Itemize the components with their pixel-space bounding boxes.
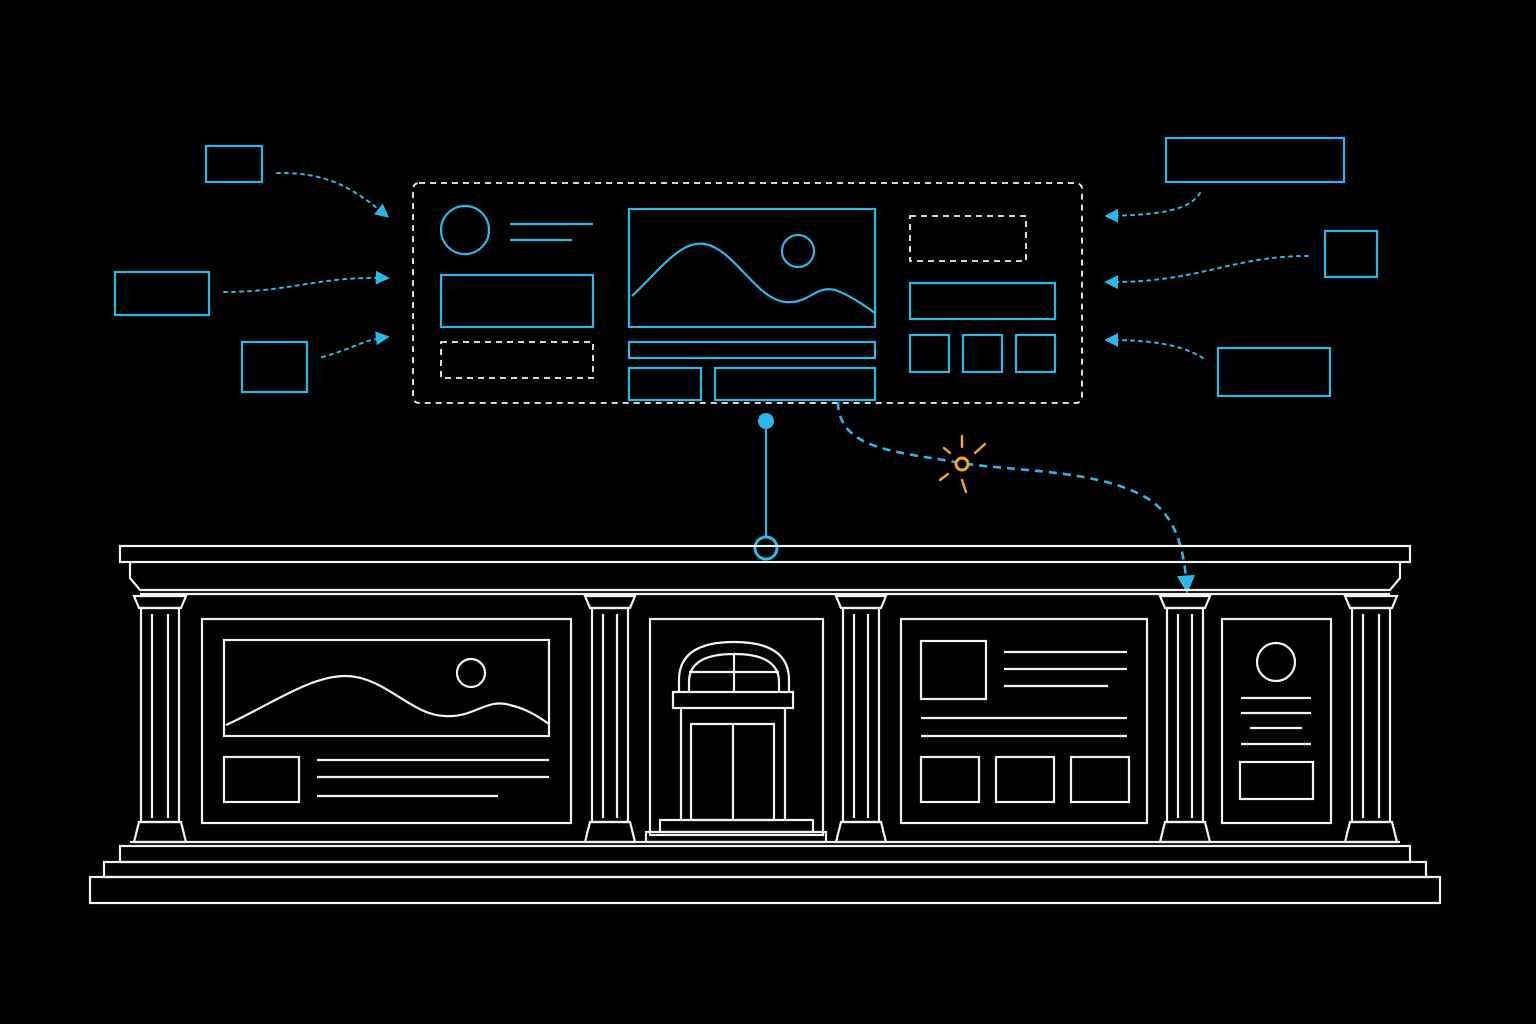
grid-tile — [908, 333, 951, 374]
spark-icon — [938, 434, 987, 494]
bay-profile — [1220, 617, 1333, 825]
roof-cornice — [118, 544, 1412, 564]
step-bottom — [88, 875, 1442, 905]
left-block-middle — [113, 270, 211, 317]
grid-tile — [961, 333, 1004, 374]
dashed-flow-arrow — [836, 401, 1196, 594]
roof-frieze — [128, 562, 1402, 592]
dashed-placeholder — [440, 341, 594, 379]
image-placeholder — [627, 207, 877, 329]
left-block-top — [204, 144, 264, 184]
bay-content-grid — [899, 617, 1149, 825]
right-arrow-top — [1104, 192, 1201, 223]
left-block-bottom — [240, 340, 309, 394]
connectors — [753, 401, 1196, 594]
column — [1343, 594, 1399, 844]
building — [88, 544, 1442, 905]
wireframe-frame — [412, 182, 1083, 404]
wide-button-block — [713, 366, 877, 402]
left-arrow-bottom — [321, 331, 390, 358]
landscape-image-icon — [225, 674, 550, 727]
column — [834, 594, 888, 844]
step-middle — [102, 860, 1428, 879]
avatar-circle-icon — [1255, 641, 1297, 683]
column — [583, 594, 637, 844]
avatar-circle-icon — [439, 204, 491, 256]
right-arrow-bottom — [1104, 333, 1204, 359]
right-block-bottom — [1216, 346, 1332, 398]
left-input-blocks — [113, 144, 390, 394]
dashed-placeholder — [909, 215, 1027, 262]
wireframe-panel — [412, 182, 1083, 404]
content-block — [439, 273, 595, 329]
right-block-middle — [1323, 229, 1379, 279]
bay-image-frame — [222, 638, 551, 738]
small-button-block — [627, 366, 703, 402]
bay-image-panel — [200, 617, 573, 825]
bay-door — [644, 617, 828, 844]
left-arrow-middle — [223, 270, 390, 293]
right-arrow-middle — [1104, 255, 1309, 290]
bay-block — [222, 755, 301, 804]
connector-anchor-icon — [753, 535, 779, 561]
sun-circle — [455, 657, 487, 689]
column — [132, 594, 188, 844]
connector-node-icon — [758, 413, 774, 429]
grid-tile — [1014, 333, 1057, 374]
landscape-image-icon — [631, 242, 876, 314]
content-block — [908, 281, 1057, 321]
step-top — [118, 844, 1412, 864]
right-block-top — [1164, 136, 1346, 184]
column — [1158, 594, 1212, 844]
arched-door-icon — [677, 640, 791, 692]
caption-bar — [627, 340, 877, 360]
right-input-blocks — [1104, 136, 1379, 398]
sun-circle — [780, 233, 816, 269]
left-arrow-top — [276, 171, 390, 218]
